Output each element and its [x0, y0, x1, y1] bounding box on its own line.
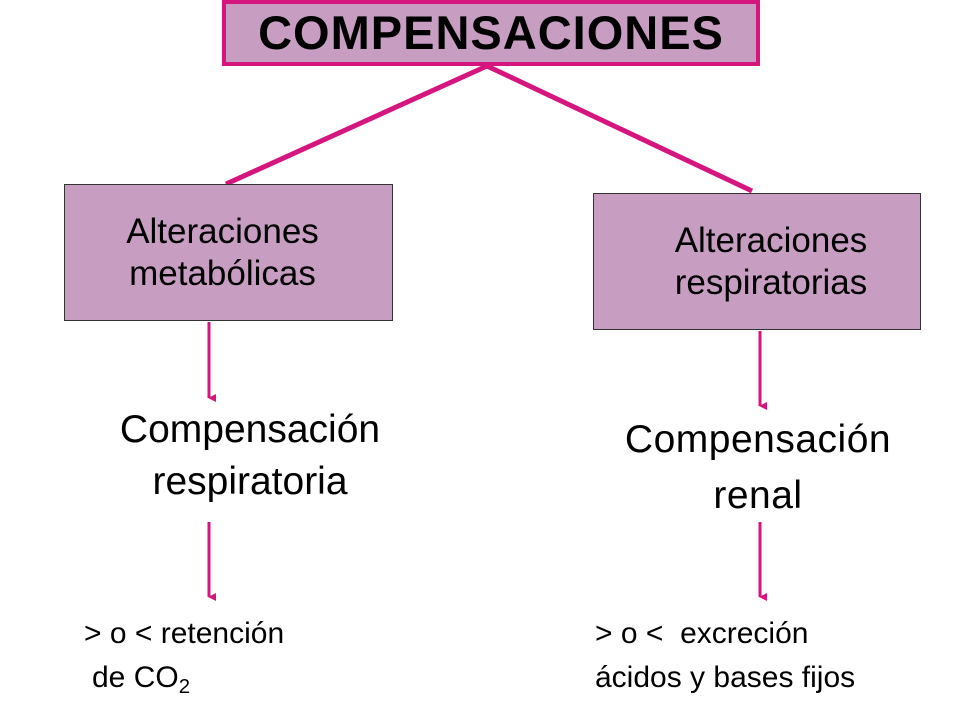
- title-box: COMPENSACIONES: [222, 0, 760, 66]
- co2-retention-line1: > o < retención: [84, 617, 285, 650]
- co2-retention-effect: > o < retención de CO2: [84, 612, 384, 700]
- respiratory-alterations-box: Alteraciones respiratorias: [593, 193, 921, 330]
- respiratory-compensation-label: Compensación respiratoria: [60, 404, 440, 508]
- respiratory-box-line2: respiratorias: [674, 262, 868, 302]
- co2-retention-prefix: de CO: [92, 661, 179, 694]
- renal-compensation-line2: renal: [713, 474, 803, 517]
- respiratory-compensation-line1: Compensación: [119, 408, 381, 451]
- diagram-title: COMPENSACIONES: [258, 6, 724, 59]
- respiratory-compensation-line2: respiratoria: [152, 460, 348, 503]
- co2-subscript: 2: [178, 676, 191, 699]
- renal-compensation-label: Compensación renal: [578, 412, 938, 524]
- excretion-line2: ácidos y bases fijos: [595, 661, 856, 694]
- co2-retention-line2: de CO2: [84, 656, 384, 700]
- metabolic-box-line1: Alteraciones: [126, 211, 319, 251]
- connector-title-to-right: [485, 63, 754, 194]
- connector-title-to-left: [224, 63, 489, 187]
- excretion-line1: > o < excreción: [595, 617, 809, 650]
- metabolic-alterations-box: Alteraciones metabólicas: [64, 184, 393, 321]
- acid-base-excretion-effect: > o < excreción ácidos y bases fijos: [595, 612, 935, 700]
- metabolic-box-line2: metabólicas: [129, 253, 316, 293]
- renal-compensation-line1: Compensación: [624, 418, 892, 461]
- respiratory-box-line1: Alteraciones: [674, 220, 868, 260]
